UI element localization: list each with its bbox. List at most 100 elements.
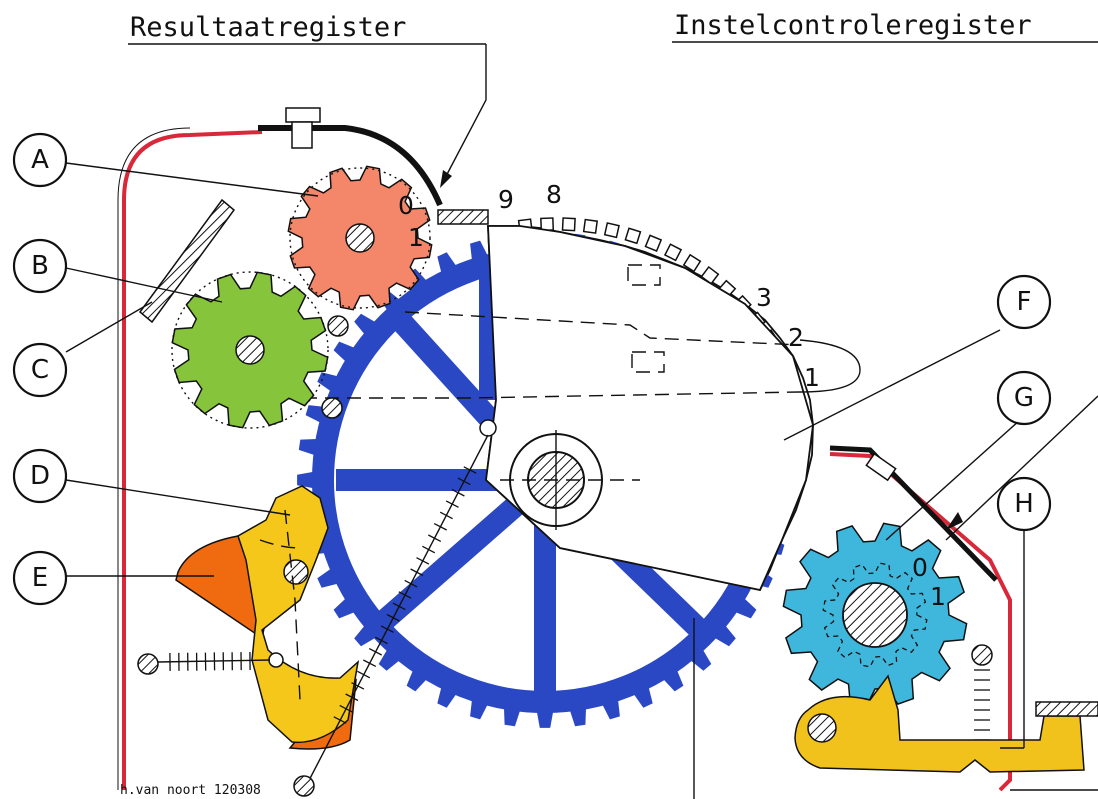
sector-tooth <box>624 227 642 245</box>
big-wheel-tooth <box>354 313 376 335</box>
right-screw-head <box>865 452 897 482</box>
digit-2: 2 <box>788 323 804 352</box>
big-wheel-tooth <box>714 625 736 647</box>
lever-h <box>794 674 1085 773</box>
diagonal-spring-rod <box>303 434 489 791</box>
diagonal-spring-coil <box>351 682 365 690</box>
title-resultaatregister: Resultaatregister <box>130 12 406 43</box>
lever-h-pivot <box>807 713 837 743</box>
diagonal-spring-coil <box>363 659 377 667</box>
big-wheel-tooth <box>298 439 317 455</box>
big-wheel-tooth <box>437 252 457 273</box>
callout-g: G <box>996 370 1052 426</box>
callout-leaders <box>65 162 1098 749</box>
digit-9: 9 <box>498 185 514 214</box>
diagonal-spring-coil <box>445 500 459 508</box>
digit-8: 8 <box>546 180 562 209</box>
diagonal-spring-coil <box>422 545 436 554</box>
sector-end-loop <box>799 339 861 393</box>
big-wheel-tooth <box>633 687 653 708</box>
diagonal-spring-coil <box>404 579 418 588</box>
big-wheel-tooth <box>406 670 427 692</box>
right-spring-bar <box>829 445 998 582</box>
lever-d-pivot <box>283 559 309 585</box>
spring-anchor-bottom <box>293 775 315 797</box>
callout-b: B <box>12 238 68 294</box>
right-stop-block <box>1035 701 1098 717</box>
gear-a-axle <box>345 223 375 253</box>
gear-g-axle <box>842 582 908 648</box>
big-wheel-tooth <box>536 711 554 728</box>
callout-a: A <box>12 132 68 188</box>
title-instelcontroleregister: Instelcontroleregister <box>674 10 1032 41</box>
callout-c-label: C <box>31 355 49 385</box>
diagonal-spring-coil <box>386 613 400 622</box>
sector-window-1 <box>627 264 661 286</box>
diagonal-spring-coil <box>380 625 394 633</box>
spring-left-coils <box>169 651 251 672</box>
digit-3: 3 <box>756 283 772 312</box>
sector-tooth <box>582 218 599 234</box>
gear-g-digit-1: 1 <box>930 582 946 611</box>
big-wheel-tooth <box>354 625 376 647</box>
callout-f: F <box>996 274 1052 330</box>
dashed-link-upper <box>404 311 801 346</box>
callout-b-label: B <box>31 251 49 281</box>
result-register-leader <box>443 44 487 181</box>
diagonal-spring-coil <box>433 523 447 531</box>
diagonal-spring-coil <box>368 648 382 656</box>
top-screw-body <box>291 121 313 149</box>
lever-d-dashed-1 <box>259 539 301 549</box>
signature: h.van noort 120308 <box>120 783 261 798</box>
right-arrowhead <box>946 512 963 530</box>
gear-g-digit-0: 0 <box>912 553 928 582</box>
right-spring-coils <box>974 669 990 741</box>
callout-h-label: H <box>1014 489 1034 519</box>
big-wheel-tooth <box>333 341 355 362</box>
callout-d-label: D <box>30 461 50 491</box>
sector-tooth <box>603 222 620 239</box>
diagonal-spring-coils <box>333 466 477 724</box>
gear-a-digit-1: 1 <box>408 223 424 252</box>
diagonal-spring-coil <box>410 568 424 577</box>
big-wheel-tooth <box>317 372 338 392</box>
right-spring-pin <box>971 644 993 666</box>
diagonal-spring-coil <box>374 636 388 645</box>
big-wheel-tooth <box>378 649 400 671</box>
diagonal-spring-coil <box>463 466 477 474</box>
top-screw-head <box>285 107 321 123</box>
big-wheel-tooth <box>735 598 757 619</box>
big-wheel-tooth <box>437 687 457 708</box>
callout-e-label: E <box>32 563 48 593</box>
gear-b-pitch-circle <box>171 271 329 429</box>
big-wheel-tooth <box>470 240 488 260</box>
frame-left-red <box>122 130 263 790</box>
spring-anchor-left <box>137 653 159 675</box>
callout-c: C <box>12 342 68 398</box>
big-wheel-tooth <box>470 700 488 720</box>
dashed-link-lower <box>215 391 801 399</box>
diagonal-spring-coil <box>357 670 371 679</box>
big-wheel-tooth <box>504 708 520 727</box>
diagonal-spring-coil <box>457 477 471 486</box>
callout-e: E <box>12 550 68 606</box>
lever-d <box>237 485 360 744</box>
sector-tooth <box>644 234 663 253</box>
big-wheel-tooth <box>602 700 620 720</box>
big-wheel-tooth <box>690 649 712 671</box>
diagonal-spring-coil <box>345 693 359 702</box>
big-wheel-tooth <box>570 708 586 727</box>
diagonal-spring-coil <box>451 488 465 497</box>
diagonal-spring-coil <box>339 704 353 713</box>
big-wheel-tooth <box>333 598 355 619</box>
pivot-pin <box>479 419 497 437</box>
gear-b-axle <box>235 335 265 365</box>
gear-a-pitch-circle <box>289 167 431 309</box>
diagonal-spring-coil <box>392 602 406 611</box>
pin-lower-b <box>321 397 343 419</box>
callout-d: D <box>12 448 68 504</box>
callout-f-label: F <box>1017 287 1032 317</box>
big-wheel-tooth <box>305 405 325 423</box>
frame-right-red <box>829 452 1012 792</box>
